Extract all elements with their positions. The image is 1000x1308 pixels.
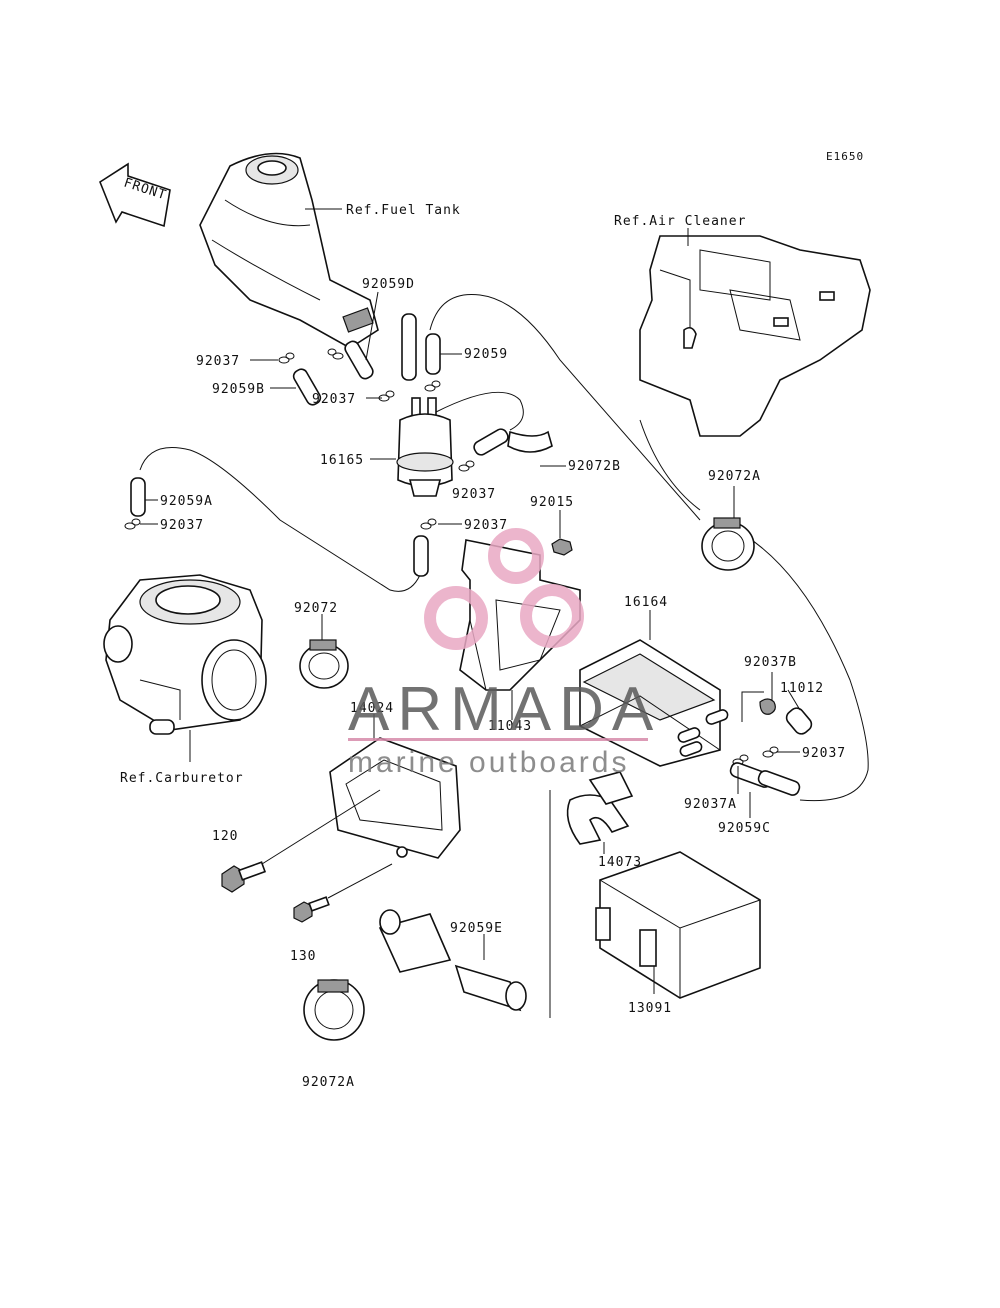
part-label-92059C: 92059C <box>718 821 771 836</box>
hose-92059E <box>378 909 527 1012</box>
watermark-logo-icon <box>424 528 584 650</box>
part-label-92037A: 92037A <box>684 797 737 812</box>
part-label-92037-c: 92037 <box>452 487 496 502</box>
part-label-92072A-bottom: 92072A <box>302 1075 355 1090</box>
hose-to-carburetor <box>139 447 421 592</box>
nut-92015 <box>551 538 573 556</box>
fuel-filter-16165 <box>396 391 524 497</box>
hose-short-right <box>473 428 509 456</box>
part-label-13091: 13091 <box>628 1001 672 1016</box>
diagram-code: E1650 <box>826 150 864 163</box>
hose-to-air-cleaner <box>429 293 701 521</box>
watermark-subtitle: marine outboards <box>348 746 629 779</box>
part-label-92072B: 92072B <box>568 459 621 474</box>
box-13091 <box>595 851 761 999</box>
bolt-120 <box>221 861 267 893</box>
part-label-92037-a: 92037 <box>196 354 240 369</box>
hose-lower-filter <box>413 535 429 577</box>
part-label-14073: 14073 <box>598 855 642 870</box>
part-label-92059B: 92059B <box>212 382 265 397</box>
hose-clamp-92072 <box>299 639 349 689</box>
part-label-92059: 92059 <box>464 347 508 362</box>
part-label-92037-d: 92037 <box>160 518 204 533</box>
part-label-16165: 16165 <box>320 453 364 468</box>
part-label-92072A-top: 92072A <box>708 469 761 484</box>
part-label-92015: 92015 <box>530 495 574 510</box>
part-label-92037B: 92037B <box>744 655 797 670</box>
part-label-92059A: 92059A <box>160 494 213 509</box>
part-label-120: 120 <box>212 829 238 844</box>
bolt-130 <box>293 896 330 923</box>
band-92072B <box>507 430 553 453</box>
ref-fuel-tank-label: Ref.Fuel Tank <box>346 203 461 218</box>
part-label-14024: 14024 <box>350 701 394 716</box>
watermark: ARMADA marine outboards <box>348 528 661 779</box>
part-label-92037-e: 92037 <box>464 518 508 533</box>
part-label-92037-b: 92037 <box>312 392 356 407</box>
part-label-92072: 92072 <box>294 601 338 616</box>
part-label-130: 130 <box>290 949 316 964</box>
part-label-92059D: 92059D <box>362 277 415 292</box>
hose-clamp-92072A-top <box>701 517 755 571</box>
clip-icon <box>124 348 779 766</box>
part-label-11043: 11043 <box>488 719 532 734</box>
hose-92059C <box>729 762 801 796</box>
fitting-92037B <box>759 698 776 715</box>
hose-92059D <box>344 313 417 381</box>
hose-92059 <box>425 333 441 375</box>
part-label-92037-f: 92037 <box>802 746 846 761</box>
hose-clamp-92072A-bottom <box>303 979 365 1041</box>
fuel-tank-illustration <box>199 152 379 349</box>
ref-air-cleaner-label: Ref.Air Cleaner <box>614 214 746 229</box>
part-label-92059E: 92059E <box>450 921 503 936</box>
ref-carburetor-label: Ref.Carburetor <box>120 771 244 786</box>
part-label-16164: 16164 <box>624 595 668 610</box>
watermark-title: ARMADA <box>348 675 661 744</box>
part-label-11012: 11012 <box>780 681 824 696</box>
air-cleaner-illustration <box>639 235 871 437</box>
clip-14073 <box>566 771 634 845</box>
hose-11012 <box>785 707 813 735</box>
watermark-divider <box>348 738 648 741</box>
hose-92059B <box>292 368 322 406</box>
carburetor-illustration <box>103 574 267 735</box>
vent-hose <box>639 419 701 511</box>
front-arrow-icon: FRONT <box>99 162 171 228</box>
hose-92059A <box>130 477 146 517</box>
canister-16164 <box>579 639 729 767</box>
